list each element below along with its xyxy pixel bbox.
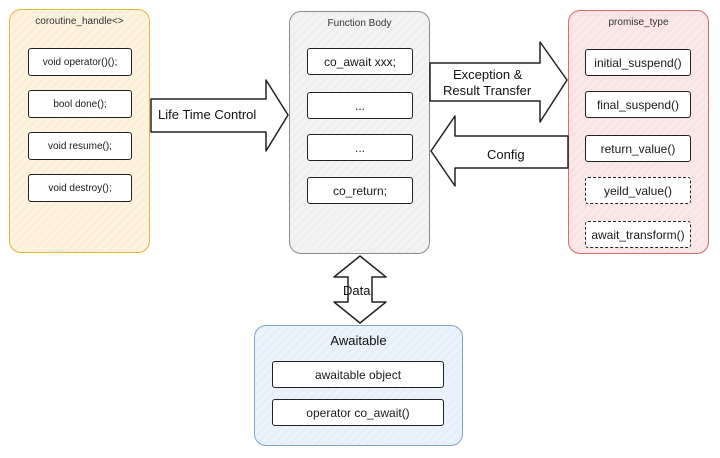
exception-label-line1: Exception & bbox=[453, 67, 523, 82]
operator-co-await-item: operator co_await() bbox=[272, 399, 444, 426]
coroutine-handle-title: coroutine_handle<> bbox=[35, 16, 124, 27]
awaitable-object-item: awaitable object bbox=[272, 361, 444, 388]
co-await-item: co_await xxx; bbox=[307, 48, 413, 75]
ellipsis-item-2: ... bbox=[307, 134, 413, 161]
data-label: Data bbox=[343, 283, 371, 298]
ellipsis-item-1: ... bbox=[307, 92, 413, 119]
awaitable-panel: Awaitable awaitable object operator co_a… bbox=[254, 325, 463, 446]
initial-suspend-item: initial_suspend() bbox=[585, 49, 691, 76]
co-return-item: co_return; bbox=[307, 177, 413, 204]
data-arrow bbox=[333, 255, 387, 324]
promise-type-title: promise_type bbox=[608, 17, 669, 28]
lifetime-label: Life Time Control bbox=[158, 107, 257, 122]
function-body-title: Function Body bbox=[327, 18, 392, 29]
final-suspend-item: final_suspend() bbox=[585, 91, 691, 118]
coroutine-handle-panel: coroutine_handle<> void operator()(); bo… bbox=[9, 9, 150, 253]
function-body-panel: Function Body co_await xxx; ... ... co_r… bbox=[289, 11, 430, 254]
lifetime-arrow bbox=[150, 79, 289, 152]
exception-arrow bbox=[429, 41, 568, 123]
return-value-item: return_value() bbox=[585, 135, 691, 162]
yield-value-item: yeild_value() bbox=[585, 177, 691, 204]
awaitable-title: Awaitable bbox=[330, 333, 387, 348]
promise-type-panel: promise_type initial_suspend() final_sus… bbox=[568, 10, 709, 254]
await-transform-item: await_transform() bbox=[585, 221, 691, 248]
operator-call-item: void operator()(); bbox=[28, 48, 132, 76]
destroy-item: void destroy(); bbox=[28, 174, 132, 202]
done-item: bool done(); bbox=[28, 90, 132, 118]
config-arrow bbox=[430, 115, 569, 187]
resume-item: void resume(); bbox=[28, 132, 132, 160]
config-label: Config bbox=[487, 147, 525, 162]
exception-label-line2: Result Transfer bbox=[443, 83, 532, 98]
